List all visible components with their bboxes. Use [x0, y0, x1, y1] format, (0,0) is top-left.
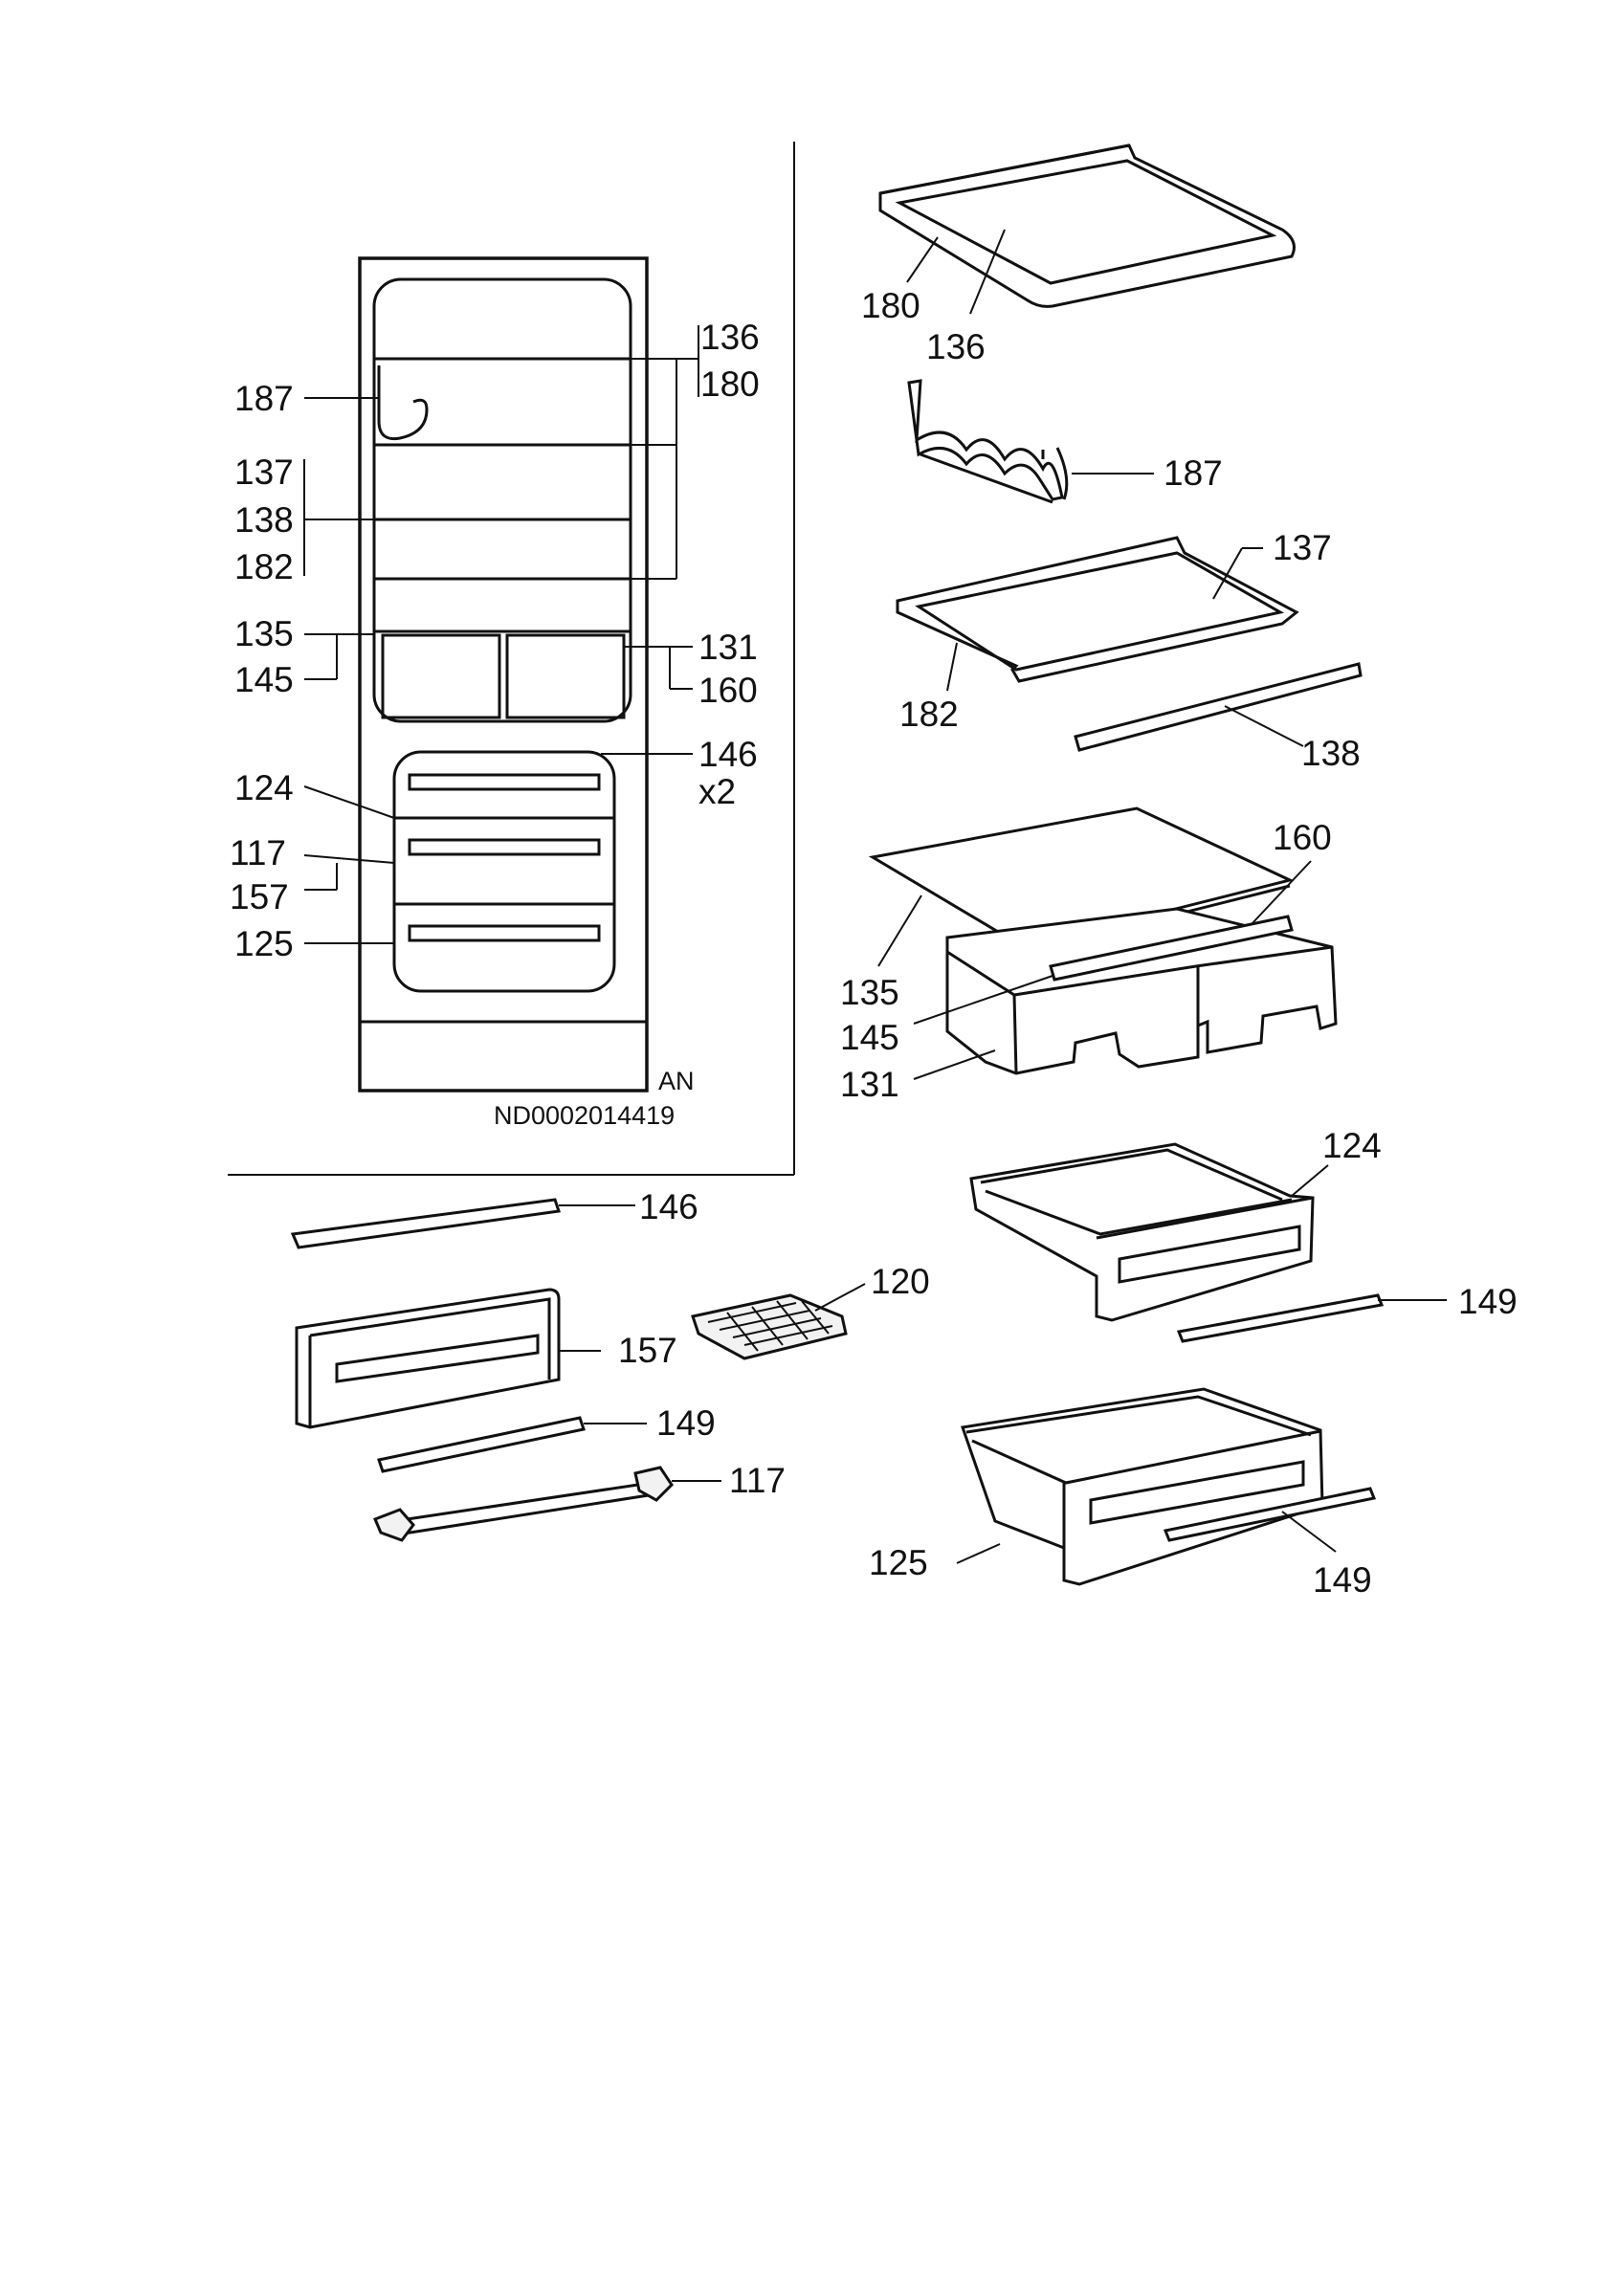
fridge-overview	[358, 256, 649, 1093]
part-label-137: 137	[1273, 528, 1332, 567]
part-freezer-drawer-upper	[969, 1142, 1315, 1322]
part-label-131: 131	[840, 1065, 899, 1104]
part-glass-shelf-upper	[878, 144, 1296, 308]
label-x2: x2	[698, 772, 736, 811]
variant-code: AN	[658, 1067, 695, 1095]
label-131: 131	[698, 628, 758, 667]
part-label-160: 160	[1273, 818, 1332, 857]
part-hinge-rail	[373, 1466, 674, 1542]
part-glass-shelf-lower	[896, 536, 1299, 683]
part-label-117: 117	[729, 1461, 786, 1500]
label-146: 146	[698, 735, 758, 774]
label-160: 160	[698, 671, 758, 710]
crisper-right	[505, 633, 626, 719]
part-label-149-lower: 149	[1313, 1560, 1372, 1600]
part-ice-tray	[691, 1293, 848, 1360]
label-136: 136	[700, 318, 760, 357]
part-freezer-flap	[295, 1288, 561, 1429]
part-label-135: 135	[840, 973, 899, 1012]
part-bottle-rack	[907, 379, 1069, 504]
part-trim-strip	[1074, 662, 1363, 752]
part-label-157: 157	[618, 1331, 677, 1370]
freezer-compartment	[392, 750, 616, 993]
part-label-125: 125	[869, 1543, 928, 1582]
part-label-146: 146	[639, 1187, 698, 1226]
part-label-182: 182	[899, 695, 959, 734]
fridge-compartment	[372, 277, 632, 723]
label-125: 125	[234, 924, 294, 963]
drawing-number: ND0002014419	[494, 1101, 675, 1130]
freezer-drawer-handle-2	[408, 838, 601, 856]
freezer-drawer-handle-1	[408, 773, 601, 791]
label-138: 138	[234, 500, 294, 540]
label-137: 137	[234, 453, 294, 492]
part-label-180: 180	[861, 286, 920, 325]
label-187: 187	[234, 379, 294, 418]
bottle-rack-mark	[377, 365, 429, 441]
part-crisper-drawers	[945, 907, 1338, 1075]
part-runner-flap	[377, 1416, 586, 1473]
label-157: 157	[230, 877, 289, 916]
label-124: 124	[234, 768, 294, 807]
part-freezer-drawer-lower	[960, 1387, 1377, 1586]
part-label-120: 120	[871, 1262, 930, 1301]
freezer-drawer-handle-3	[408, 924, 601, 942]
cabinet-outline	[358, 256, 649, 1093]
overview-labels: 136 180 187 137 138 182 135 145 131 160 …	[230, 318, 760, 1130]
part-label-187: 187	[1164, 453, 1223, 493]
part-label-149-flap: 149	[656, 1403, 716, 1443]
part-label-145: 145	[840, 1018, 899, 1057]
part-label-136: 136	[926, 327, 986, 366]
part-label-124: 124	[1322, 1126, 1382, 1165]
label-135: 135	[234, 614, 294, 653]
part-label-149-upper: 149	[1458, 1282, 1518, 1321]
label-182: 182	[234, 547, 294, 586]
part-flap-trim	[290, 1198, 561, 1249]
label-145: 145	[234, 660, 294, 699]
part-label-138: 138	[1301, 734, 1361, 773]
label-180: 180	[700, 364, 760, 404]
overview-leaders	[303, 325, 699, 944]
part-runner-upper	[1176, 1293, 1385, 1343]
crisper-left	[381, 633, 501, 719]
label-117: 117	[230, 833, 286, 872]
